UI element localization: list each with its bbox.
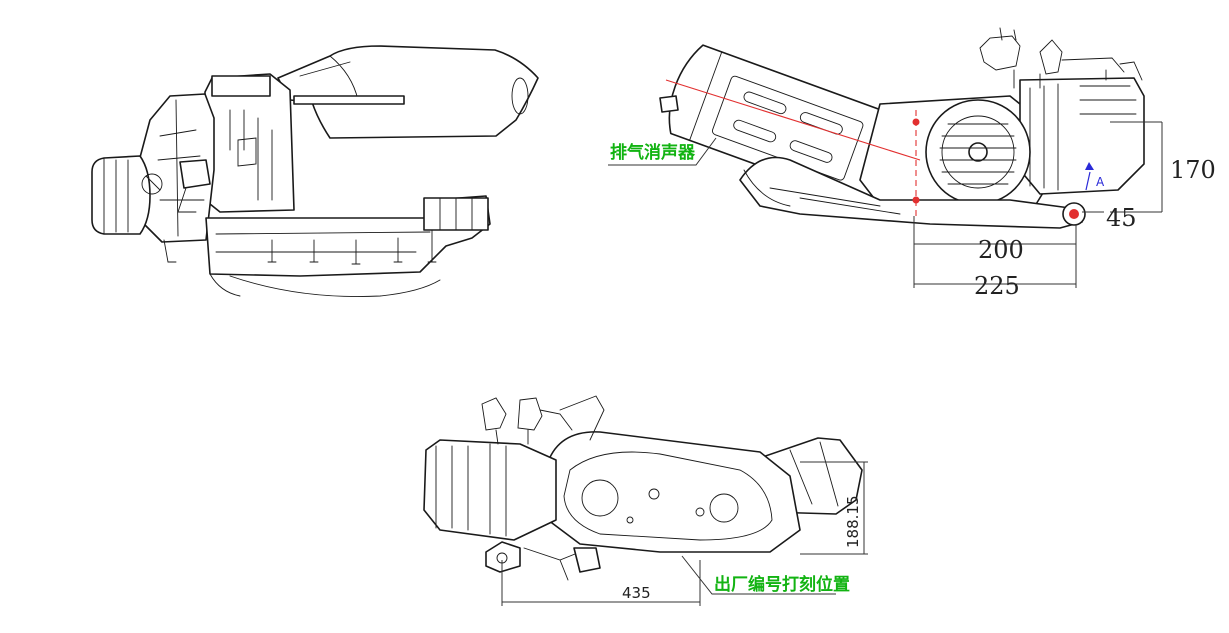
callout-muffler-label: 排气消声器 (610, 142, 696, 163)
top-view-air-box-lid (211, 75, 271, 97)
engine-top-view (91, 45, 539, 298)
side-view-centerline (665, 79, 921, 161)
dim-188-value: 188.15 (844, 496, 862, 549)
dim-45-value: 45 (1106, 204, 1137, 232)
engine-bottom-view: 188.15 435 出厂编号打刻位置 (423, 395, 868, 606)
side-view-cylinder (1019, 77, 1145, 195)
view-a-arrow (1085, 171, 1091, 191)
side-view-swingarm (739, 156, 1083, 229)
callout-serial-position: 出厂编号打刻位置 (681, 555, 850, 595)
dim-188: 188.15 (800, 461, 868, 555)
dim-170-value: 170 (1170, 156, 1216, 184)
dim-225-value: 225 (974, 272, 1020, 300)
dim-200: 200 (913, 216, 1077, 288)
dim-45: 45 (1082, 204, 1137, 232)
dim-170: 170 (1110, 121, 1216, 213)
dim-435: 435 (501, 560, 701, 606)
top-view-cylinder-head (91, 155, 151, 235)
dim-225: 225 (914, 272, 1076, 300)
callout-muffler: 排气消声器 (608, 137, 717, 166)
callout-serial-label: 出厂编号打刻位置 (714, 574, 850, 595)
bottom-view-belt-case (547, 431, 801, 553)
engine-side-view: A 170 45 200 225 排气消声器 (608, 27, 1216, 300)
view-a-label: A (1096, 175, 1105, 189)
top-view-heat-shield (293, 95, 405, 105)
dim-435-value: 435 (622, 584, 651, 602)
top-view-muffler (277, 45, 539, 139)
dim-200-value: 200 (978, 236, 1024, 264)
